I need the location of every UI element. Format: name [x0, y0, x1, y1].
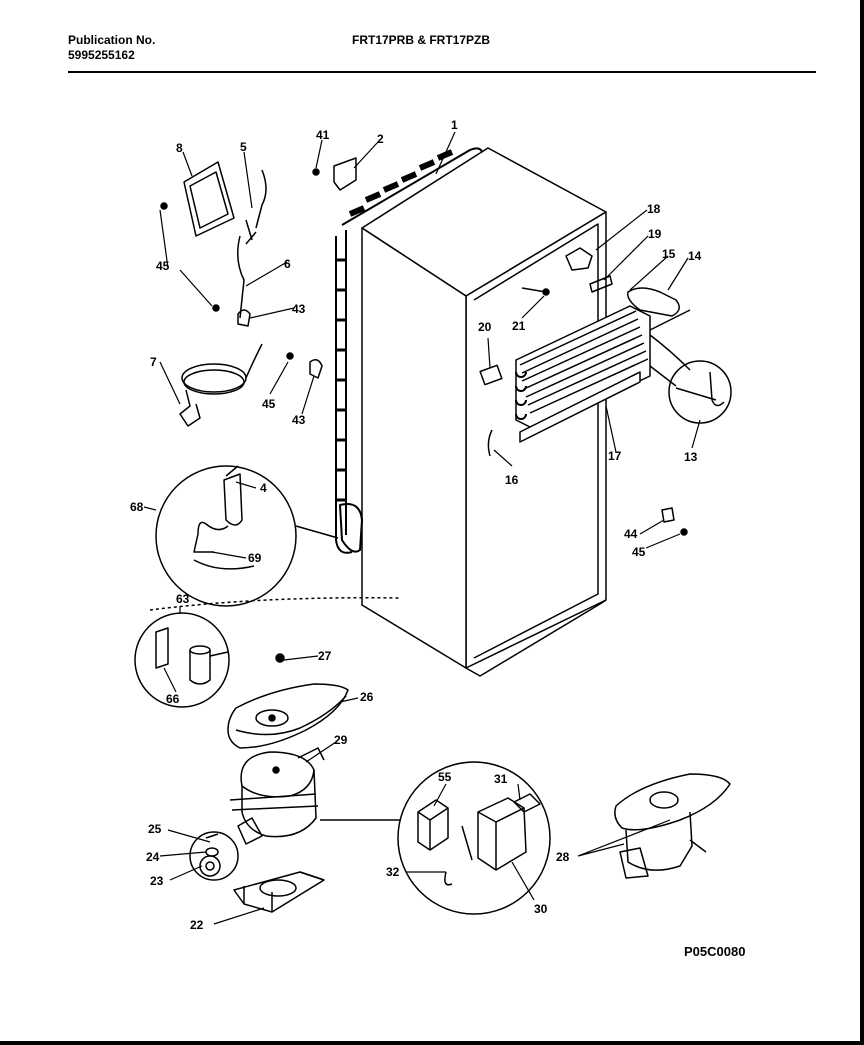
- callout-19: 19: [648, 227, 662, 241]
- compressor-assembly-28: [614, 773, 731, 879]
- callout-66: 66: [166, 692, 180, 706]
- leader-lines: [143, 131, 701, 925]
- grommet-detail: [189, 831, 239, 881]
- callout-8: 8: [176, 141, 183, 155]
- condenser-coil: [335, 147, 483, 554]
- callout-30: 30: [534, 902, 548, 916]
- callout-43-a: 43: [292, 302, 306, 316]
- callout-26: 26: [360, 690, 374, 704]
- callout-45-c: 45: [632, 545, 646, 559]
- callout-20: 20: [478, 320, 492, 334]
- header-rule: [68, 71, 816, 73]
- callout-29: 29: [334, 733, 348, 747]
- callout-17: 17: [608, 449, 622, 463]
- callout-63: 63: [176, 592, 190, 606]
- callout-45-b: 45: [262, 397, 276, 411]
- callout-15: 15: [662, 247, 676, 261]
- power-cord: [179, 343, 263, 427]
- callout-13: 13: [684, 450, 698, 464]
- callout-43-b: 43: [292, 413, 306, 427]
- callout-24: 24: [146, 850, 160, 864]
- callout-28: 28: [556, 850, 570, 864]
- callout-69: 69: [248, 551, 262, 565]
- callout-5: 5: [240, 140, 247, 154]
- callout-6: 6: [284, 257, 291, 271]
- model-title: FRT17PRB & FRT17PZB: [352, 33, 491, 47]
- heater-part-14: [627, 287, 680, 317]
- publication-number: 5995255162: [68, 48, 135, 62]
- callout-32: 32: [386, 865, 400, 879]
- diagram-code: P05C0080: [684, 944, 746, 959]
- compressor-base: [233, 871, 325, 913]
- evaporator: [515, 305, 691, 443]
- small-parts-44-45: [661, 507, 688, 536]
- callout-18: 18: [647, 202, 661, 216]
- callout-31: 31: [494, 772, 508, 786]
- drain-pan: [227, 653, 349, 749]
- callout-labels: 1 2 41 8 5 6 45 43 7 45 43 18 19 15 14 2…: [130, 118, 702, 932]
- small-parts-cabinet: [479, 247, 613, 457]
- callout-7: 7: [150, 355, 157, 369]
- callout-1: 1: [451, 118, 458, 132]
- callout-14: 14: [688, 249, 702, 263]
- callout-68: 68: [130, 500, 144, 514]
- detail-circle-relay: [397, 761, 551, 915]
- publication-label: Publication No.: [68, 33, 156, 47]
- callout-22: 22: [190, 918, 204, 932]
- callout-41: 41: [316, 128, 330, 142]
- detail-circle-68: [155, 465, 339, 607]
- callout-21: 21: [512, 319, 526, 333]
- callout-45-a: 45: [156, 259, 170, 273]
- upper-left-parts: [160, 157, 357, 379]
- callout-44: 44: [624, 527, 638, 541]
- callout-55: 55: [438, 770, 452, 784]
- compressor: [229, 747, 400, 845]
- cabinet: [361, 147, 607, 677]
- callout-25: 25: [148, 822, 162, 836]
- callout-27: 27: [318, 649, 332, 663]
- detail-circle-63: [134, 597, 401, 708]
- callout-2: 2: [377, 132, 384, 146]
- callout-4: 4: [260, 481, 267, 495]
- defrost-thermostat-detail: [649, 360, 732, 424]
- callout-16: 16: [505, 473, 519, 487]
- callout-23: 23: [150, 874, 164, 888]
